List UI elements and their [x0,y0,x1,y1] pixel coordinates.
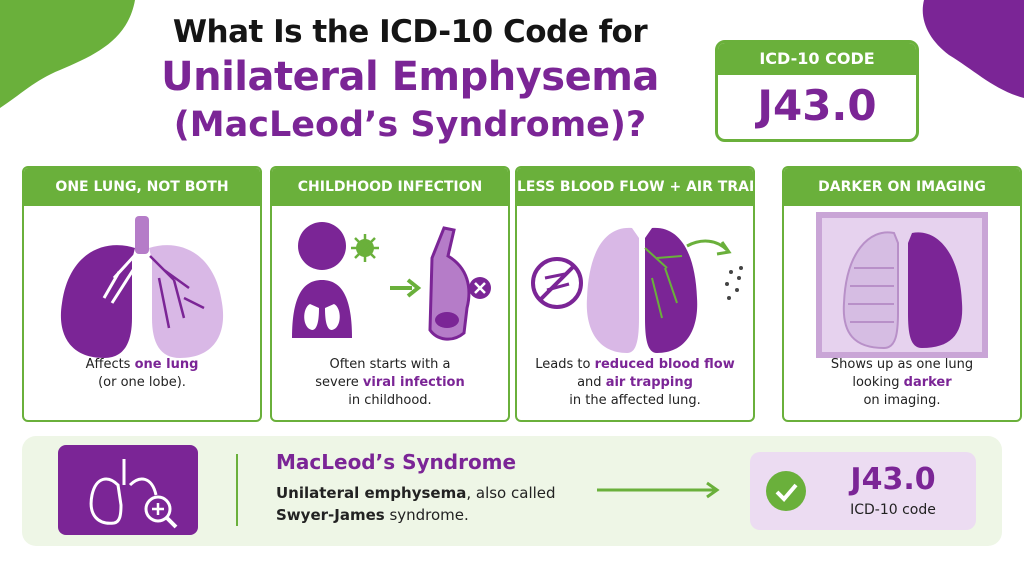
title-line-3: (MacLeod’s Syndrome)? [173,105,647,145]
summary-divider [236,454,238,526]
code-box-value: J43.0 [757,81,877,130]
code-box-label: ICD-10 CODE [718,43,916,75]
card-text-post: in the affected lung. [569,393,701,408]
summary-desc-bold-2: Swyer-James [276,506,385,524]
card-text-post: on imaging. [863,393,941,408]
card-one-lung: ONE LUNG, NOT BOTH Affects one lung (or … [22,166,262,422]
lungs-icon [60,216,224,358]
card-text-highlight: one lung [134,357,199,372]
icd10-code-box: ICD-10 CODE J43.0 [715,40,919,142]
card-text: Leads to reduced blood flow and air trap… [523,356,747,410]
card-text-pre: Leads to [535,357,595,372]
card-darker-on-imaging: DARKER ON IMAGING Shows up as one lung l… [782,166,1022,422]
summary-desc-mid: , also called [466,484,556,502]
lung-search-icon [89,459,178,529]
xray-icon [816,212,988,358]
child-virus-icon [292,222,491,341]
card-text-pre: Shows up as one lung [830,357,974,372]
card-title: CHILDHOOD INFECTION [272,168,508,206]
arrow-icon [597,481,720,499]
card-childhood-infection: CHILDHOOD INFECTION Often starts with a … [270,166,510,422]
card-text-highlight: darker [903,375,952,390]
summary-description: Unilateral emphysema, also called Swyer-… [276,482,556,526]
check-icon [766,471,806,511]
card-text-pre: Affects [85,357,135,372]
summary-code-label: ICD-10 code [850,502,936,518]
card-text-mid: severe [315,375,363,390]
card-text-highlight: viral infection [362,375,465,390]
card-text-highlight: reduced blood flow [594,357,735,372]
corner-blob-top-left [0,0,135,108]
card-text-highlight-2: air trapping [605,375,693,390]
corner-blob-top-right [922,0,1024,98]
summary-desc-end: syndrome. [384,506,469,524]
card-blood-flow-air-trapping: LESS BLOOD FLOW + AIR TRAPPING Leads to … [515,166,755,422]
page-title: What Is the ICD-10 Code for Unilateral E… [110,12,710,148]
card-text-pre: Often starts with a [329,357,451,372]
no-bloodflow-icon [531,227,743,353]
card-text: Shows up as one lung looking darker on i… [790,356,1014,410]
card-text-post: in childhood. [348,393,432,408]
card-text-post: (or one lobe). [98,375,186,390]
summary-code-result: J43.0 ICD-10 code [750,452,976,530]
card-text-mid: and [577,375,606,390]
summary-desc-bold-1: Unilateral emphysema [276,484,467,502]
summary-icon-box [58,445,198,535]
card-text-mid: looking [852,375,904,390]
card-title: DARKER ON IMAGING [784,168,1020,206]
card-title: LESS BLOOD FLOW + AIR TRAPPING [517,168,753,206]
card-text: Affects one lung (or one lobe). [30,356,254,392]
title-line-1: What Is the ICD-10 Code for [172,14,648,50]
summary-panel: MacLeod’s Syndrome Unilateral emphysema,… [22,436,1002,546]
title-line-2: Unilateral Emphysema [161,54,659,100]
card-title: ONE LUNG, NOT BOTH [24,168,260,206]
summary-code: J43.0 [850,462,936,497]
summary-title: MacLeod’s Syndrome [276,450,517,474]
card-text: Often starts with a severe viral infecti… [278,356,502,410]
